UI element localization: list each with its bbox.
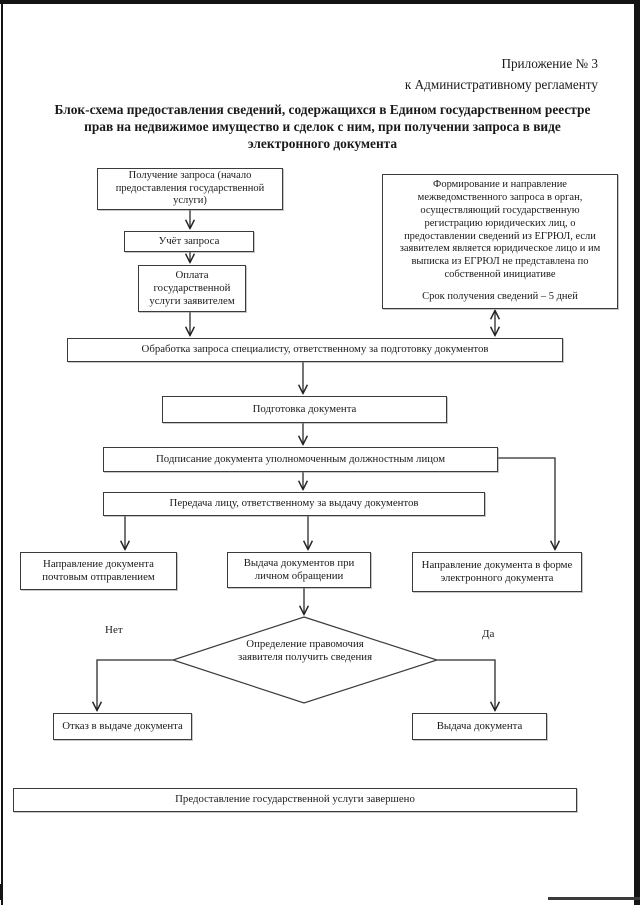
arrow-decision-no-to-refusal	[97, 659, 173, 710]
node-register-request: Учёт запроса	[124, 231, 254, 252]
node-mail-delivery: Направление документа почтовым отправлен…	[20, 552, 177, 590]
appendix-note: Приложение № 3 к Административному регла…	[404, 56, 598, 93]
node-sign-document: Подписание документа уполномоченным долж…	[103, 447, 498, 472]
label-yes: Да	[482, 628, 495, 640]
node-in-person-issue: Выдача документов при личном обращении	[227, 552, 371, 588]
node-prepare-document: Подготовка документа	[162, 396, 447, 423]
node-interagency-request: Формирование и направление межведомствен…	[382, 174, 618, 309]
node-receive-request: Получение запроса (начало предоставления…	[97, 168, 283, 210]
scan-mark-bottom-left	[0, 884, 3, 900]
scan-border-right	[634, 0, 640, 905]
node-service-completed: Предоставление государственной услуги за…	[13, 788, 577, 812]
arrow-decision-yes-to-issue	[437, 659, 495, 710]
scan-mark-bottom-right	[548, 897, 640, 900]
page-title: Блок-схема предоставления сведений, соде…	[54, 102, 591, 152]
label-no: Нет	[105, 624, 123, 636]
scan-border-top	[0, 0, 640, 4]
decision-entitlement-text: Определение правомочия заявителя получит…	[237, 638, 373, 664]
node-refusal: Отказ в выдаче документа	[53, 713, 192, 740]
node-transfer-for-issue: Передача лицу, ответственному за выдачу …	[103, 492, 485, 516]
node-electronic-delivery: Направление документа в форме электронно…	[412, 552, 582, 592]
scan-border-left	[1, 0, 3, 905]
decision-diamond	[171, 616, 439, 704]
interagency-request-term: Срок получения сведений – 5 дней	[422, 290, 578, 302]
node-issue-document: Выдача документа	[412, 713, 547, 740]
node-payment: Оплата государственной услуги заявителем	[138, 265, 246, 312]
interagency-request-body: Формирование и направление межведомствен…	[399, 179, 601, 280]
node-processing: Обработка запроса специалисту, ответстве…	[67, 338, 563, 362]
arrow-signing-to-electronic	[498, 457, 555, 549]
